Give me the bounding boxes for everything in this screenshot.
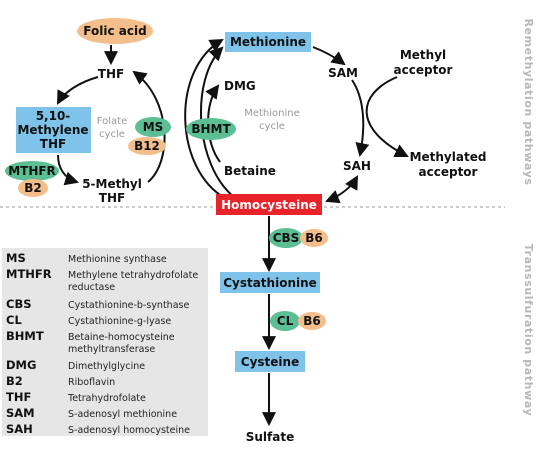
svg-text:B6: B6 bbox=[305, 231, 323, 245]
legend-definition: methyltransferase bbox=[68, 344, 155, 355]
node-folic-acid: Folic acid bbox=[77, 18, 153, 44]
node-sam: SAM bbox=[328, 66, 358, 80]
svg-text:5,10-: 5,10- bbox=[36, 109, 71, 123]
node-sah: SAH bbox=[343, 159, 371, 173]
svg-text:Cysteine: Cysteine bbox=[241, 355, 299, 369]
svg-text:CL: CL bbox=[277, 314, 294, 328]
legend-abbr: MS bbox=[6, 251, 26, 265]
node-cysteine: Cysteine bbox=[235, 351, 305, 372]
svg-text:B6: B6 bbox=[303, 314, 321, 328]
legend-definition: Cystathionine-b-synthase bbox=[68, 300, 189, 311]
arrow-sah-homocysteine bbox=[325, 175, 359, 204]
svg-text:THF: THF bbox=[40, 137, 66, 151]
arrow-methyl-to-methylated bbox=[365, 76, 409, 157]
svg-text:Methionine: Methionine bbox=[244, 108, 300, 119]
legend-abbr: THF bbox=[6, 390, 31, 404]
legend-definition: Methylene tetrahydrofolate bbox=[68, 270, 198, 281]
enzyme-ms: MS bbox=[135, 117, 171, 137]
cofactor-b12: B12 bbox=[128, 137, 166, 155]
svg-text:Methylated: Methylated bbox=[410, 150, 487, 164]
legend-definition: S-adenosyl methionine bbox=[68, 409, 177, 420]
legend-row: DMG Dimethylglycine bbox=[6, 358, 145, 372]
legend-definition: Tetrahydrofolate bbox=[67, 393, 146, 404]
node-sulfate: Sulfate bbox=[246, 430, 295, 444]
svg-text:acceptor: acceptor bbox=[419, 165, 478, 179]
arrow-methionine-to-sam bbox=[312, 46, 346, 66]
legend-abbr: DMG bbox=[6, 358, 36, 372]
legend-row: BHMT Betaine-homocysteinemethyltransferas… bbox=[6, 329, 175, 355]
legend-definition: Riboflavin bbox=[68, 377, 115, 388]
svg-text:Methylene: Methylene bbox=[17, 123, 88, 137]
svg-text:MS: MS bbox=[143, 120, 164, 134]
arrow-homocysteine-to-methionine-ms bbox=[184, 38, 226, 199]
node-thf: THF bbox=[98, 67, 124, 81]
svg-text:Folate: Folate bbox=[97, 116, 128, 127]
transsulfuration-label: Transsulfuration pathway bbox=[522, 244, 535, 417]
legend-definition: Methionine synthase bbox=[68, 254, 167, 265]
arrow-methylene-to-methylthf bbox=[57, 154, 80, 186]
legend-abbr: SAH bbox=[6, 422, 33, 436]
svg-text:BHMT: BHMT bbox=[191, 122, 231, 136]
svg-text:5-Methyl: 5-Methyl bbox=[82, 177, 142, 191]
folate-cycle-label: Folate cycle bbox=[97, 116, 128, 140]
node-betaine: Betaine bbox=[224, 164, 276, 178]
legend-definition: Dimethylglycine bbox=[68, 361, 145, 372]
node-methionine: Methionine bbox=[225, 32, 311, 52]
svg-text:Methionine: Methionine bbox=[230, 35, 306, 49]
remethylation-label: Remethylation pathways bbox=[522, 18, 535, 185]
cofactor-b6-cl: B6 bbox=[298, 312, 326, 330]
legend-abbr: CL bbox=[6, 313, 22, 327]
legend-row: MS Methionine synthase bbox=[6, 251, 167, 265]
svg-text:THF: THF bbox=[99, 191, 125, 205]
legend-row: SAH S-adenosyl homocysteine bbox=[6, 422, 190, 436]
svg-text:Folic acid: Folic acid bbox=[83, 24, 146, 38]
legend-row: CBS Cystathionine-b-synthase bbox=[6, 297, 189, 311]
legend-definition: S-adenosyl homocysteine bbox=[68, 425, 190, 436]
methionine-cycle-label: Methionine cycle bbox=[244, 108, 300, 132]
node-homocysteine: Homocysteine bbox=[216, 194, 322, 215]
legend-definition: Cystathionine-g-lyase bbox=[68, 316, 171, 327]
legend-row: THF Tetrahydrofolate bbox=[6, 390, 146, 404]
svg-text:cycle: cycle bbox=[99, 129, 125, 140]
node-cystathionine: Cystathionine bbox=[220, 272, 320, 293]
node-methyl-acceptor: Methyl acceptor bbox=[394, 48, 453, 77]
legend-row: CL Cystathionine-g-lyase bbox=[6, 313, 171, 327]
svg-text:Methyl: Methyl bbox=[400, 48, 446, 62]
legend-abbr: BHMT bbox=[6, 329, 44, 343]
node-methylene-thf: 5,10- Methylene THF bbox=[16, 107, 91, 153]
legend-abbr: SAM bbox=[6, 406, 35, 420]
enzyme-cbs: CBS bbox=[269, 228, 303, 248]
svg-text:CBS: CBS bbox=[273, 231, 300, 245]
svg-text:MTHFR: MTHFR bbox=[8, 164, 56, 178]
legend-definition: Betaine-homocysteine bbox=[68, 332, 175, 343]
enzyme-bhmt: BHMT bbox=[186, 118, 236, 140]
legend-abbr: CBS bbox=[6, 297, 32, 311]
legend-row: B2 Riboflavin bbox=[6, 374, 115, 388]
arrow-sam-to-sah bbox=[351, 79, 370, 158]
legend-row: SAM S-adenosyl methionine bbox=[6, 406, 177, 420]
svg-text:cycle: cycle bbox=[259, 121, 285, 132]
cofactor-b6-cbs: B6 bbox=[300, 229, 328, 247]
svg-text:B12: B12 bbox=[134, 139, 160, 153]
svg-text:acceptor: acceptor bbox=[394, 63, 453, 77]
node-methyl-thf: 5-Methyl THF bbox=[82, 177, 142, 205]
legend-abbr: MTHFR bbox=[6, 267, 52, 281]
svg-text:Homocysteine: Homocysteine bbox=[221, 198, 317, 212]
cofactor-b2: B2 bbox=[18, 179, 48, 197]
arrow-thf-to-methylene bbox=[56, 76, 99, 105]
enzyme-cl: CL bbox=[270, 311, 300, 331]
enzyme-mthfr: MTHFR bbox=[5, 161, 59, 181]
node-methylated-acceptor: Methylated acceptor bbox=[410, 150, 487, 179]
legend-definition: reductase bbox=[68, 282, 115, 293]
svg-text:Cystathionine: Cystathionine bbox=[223, 276, 317, 290]
legend-abbr: B2 bbox=[6, 374, 23, 388]
node-dmg: DMG bbox=[224, 79, 256, 93]
svg-text:B2: B2 bbox=[24, 181, 42, 195]
